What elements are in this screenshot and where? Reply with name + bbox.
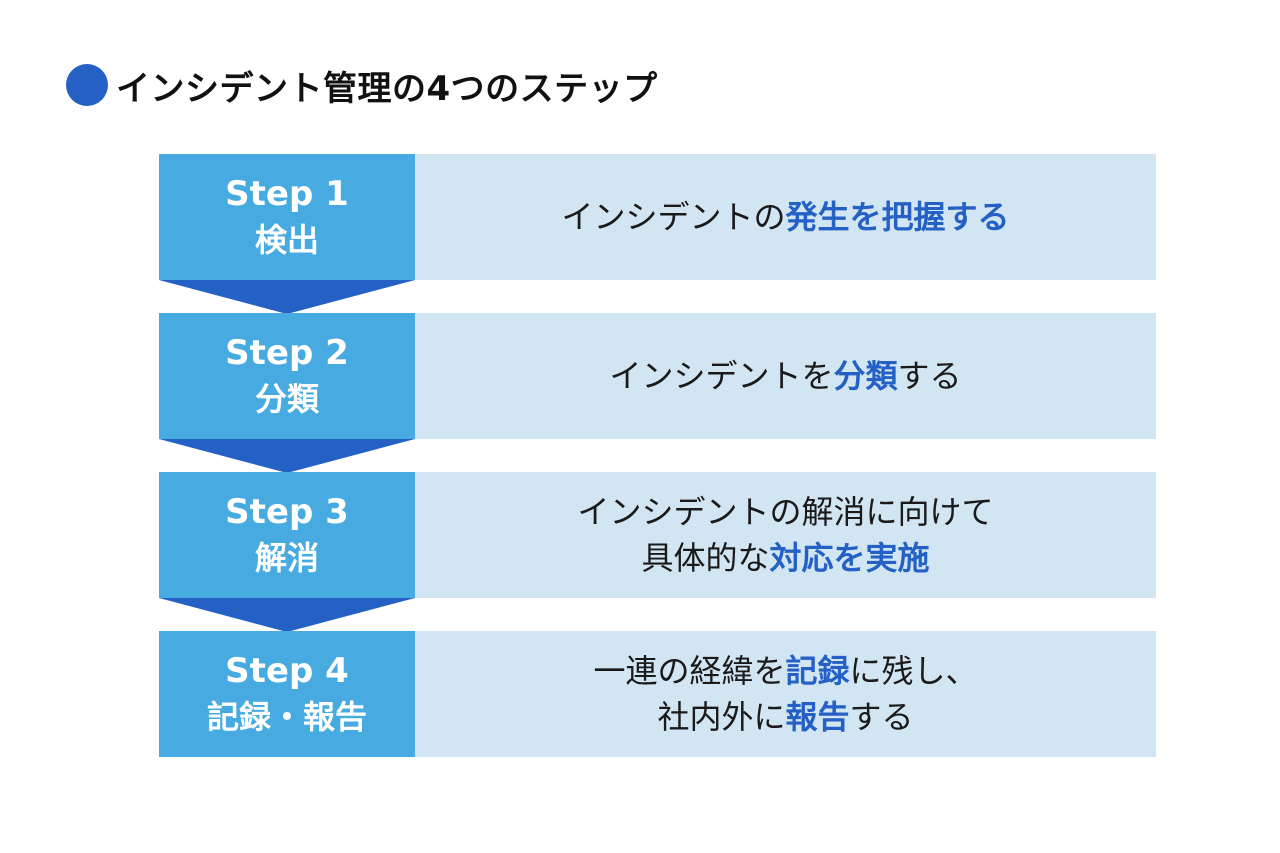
step-number-3: Step 3	[225, 492, 349, 532]
down-arrow-icon	[159, 598, 415, 632]
description-text: 具体的な	[641, 539, 770, 577]
description-line: インシデントの発生を把握する	[561, 194, 1009, 240]
highlighted-text: 分類	[833, 357, 898, 395]
step-name-4: 記録・報告	[206, 698, 367, 736]
down-arrow-icon	[159, 280, 415, 314]
step-name-3: 解消	[254, 539, 319, 577]
description-line: インシデントを分類する	[609, 353, 961, 399]
highlighted-text: 報告	[785, 698, 850, 736]
description-text: する	[849, 698, 914, 736]
step-name-2: 分類	[254, 380, 319, 418]
step-row-4: Step 4 記録・報告 一連の経緯を記録に残し、社内外に報告する	[159, 631, 1156, 757]
step-name-1: 検出	[254, 221, 319, 259]
step-number-1: Step 1	[225, 174, 349, 214]
description-line: 一連の経緯を記録に残し、	[593, 648, 977, 694]
highlighted-text: 記録	[785, 652, 850, 690]
title-bullet-icon	[66, 64, 108, 106]
description-text: インシデントの	[561, 198, 786, 236]
description-text: インシデントを	[609, 357, 834, 395]
step-row-3: Step 3 解消 インシデントの解消に向けて具体的な対応を実施	[159, 472, 1156, 598]
step-row-1: Step 1 検出 インシデントの発生を把握する	[159, 154, 1156, 280]
step-description-2: インシデントを分類する	[415, 313, 1156, 439]
step-description-3: インシデントの解消に向けて具体的な対応を実施	[415, 472, 1156, 598]
step-number-4: Step 4	[225, 651, 349, 691]
step-label-box-1: Step 1 検出	[159, 154, 415, 280]
step-number-2: Step 2	[225, 333, 349, 373]
description-text: に残し、	[849, 652, 978, 690]
down-arrow-icon	[159, 439, 415, 473]
step-description-4: 一連の経緯を記録に残し、社内外に報告する	[415, 631, 1156, 757]
page-title-row: インシデント管理の4つのステップ	[66, 62, 658, 109]
description-text: 社内外に	[657, 698, 786, 736]
highlighted-text: 発生を把握する	[785, 198, 1010, 236]
description-text: する	[897, 357, 962, 395]
step-label-box-3: Step 3 解消	[159, 472, 415, 598]
description-line: インシデントの解消に向けて	[577, 489, 993, 535]
description-text: インシデントの解消に向けて	[577, 493, 994, 531]
description-line: 社内外に報告する	[657, 694, 913, 740]
step-label-box-2: Step 2 分類	[159, 313, 415, 439]
description-text: 一連の経緯を	[593, 652, 786, 690]
page-title: インシデント管理の4つのステップ	[116, 68, 658, 109]
description-line: 具体的な対応を実施	[641, 535, 929, 581]
highlighted-text: 対応を実施	[769, 539, 930, 577]
step-row-2: Step 2 分類 インシデントを分類する	[159, 313, 1156, 439]
step-label-box-4: Step 4 記録・報告	[159, 631, 415, 757]
step-description-1: インシデントの発生を把握する	[415, 154, 1156, 280]
